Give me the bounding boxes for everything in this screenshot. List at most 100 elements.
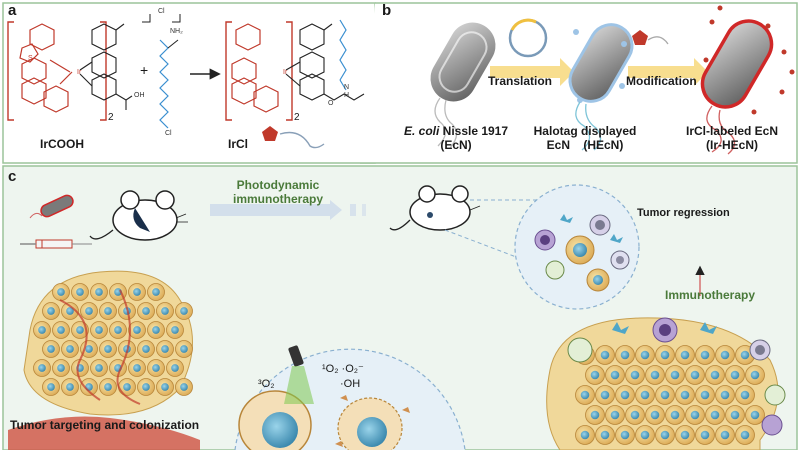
blood-vessel (59, 299, 101, 401)
subscript-right: 2 (294, 112, 300, 123)
nucleus (180, 307, 188, 315)
nucleus (680, 390, 690, 400)
nucleus (66, 345, 74, 353)
ecn-bacterium-icon (430, 22, 496, 149)
amide-label-h: H (344, 92, 350, 99)
hecn-label: Halotag displayed EcN (HEcN) (530, 124, 640, 152)
panel-c-letter: c (8, 168, 17, 185)
panel-a-letter: a (8, 2, 17, 19)
syringe-icon (20, 239, 92, 249)
therapy-label-line2: immunotherapy (232, 192, 323, 206)
nucleus (610, 370, 620, 380)
ecn-label: E. coli Nissle 1917 (EcN) (396, 124, 516, 152)
subscript-left: 2 (108, 112, 114, 123)
tumor-cells (575, 345, 765, 445)
ir-hecn-label: IrCl-labeled EcN (Ir-HEcN) (672, 124, 792, 152)
flashlight-icon (284, 345, 314, 404)
nucleus (142, 383, 150, 391)
nucleus (57, 326, 65, 334)
ir-hecn-label-line1: IrCl-labeled EcN (685, 124, 779, 138)
nucleus (640, 390, 650, 400)
svg-text:Ir: Ir (283, 69, 288, 76)
tumor-cells (33, 283, 193, 396)
nucleus (580, 430, 590, 440)
nucleus (142, 345, 150, 353)
targeting-label: Tumor targeting and colonization (10, 418, 200, 432)
nucleus (650, 370, 660, 380)
nucleus (76, 326, 84, 334)
nucleus (161, 383, 169, 391)
svg-text:S: S (28, 55, 33, 62)
vessel-icon (8, 416, 200, 450)
mouse-icon (389, 185, 481, 231)
amide-label-n: N (344, 84, 350, 91)
therapy-label: Photodynamic immunotherapy (208, 178, 348, 206)
ir-hecn-bacterium-icon (700, 5, 795, 155)
nucleus (600, 390, 610, 400)
nucleus (630, 370, 640, 380)
nucleus (720, 350, 730, 360)
modification-label: Modification (626, 74, 697, 88)
nucleus (38, 364, 46, 372)
panel-a-frame (2, 2, 376, 164)
nucleus (730, 370, 740, 380)
nucleus (750, 410, 760, 420)
hecn-label-line2: EcN (HEcN) (546, 138, 624, 152)
nucleus (670, 370, 680, 380)
nucleus (630, 410, 640, 420)
nucleus (700, 430, 710, 440)
ircl-label: IrCl (228, 137, 249, 151)
nucleus (600, 430, 610, 440)
nucleus (660, 350, 670, 360)
nucleus (610, 410, 620, 420)
nucleus (133, 288, 141, 296)
nucleus (690, 410, 700, 420)
plus-sign: + (140, 62, 149, 78)
linker-squiggle (647, 36, 669, 45)
nucleus (180, 345, 188, 353)
nucleus (650, 410, 660, 420)
immune-cell-icon (567, 317, 786, 436)
translation-label: Translation (488, 74, 553, 88)
nucleus (47, 383, 55, 391)
nucleus (600, 350, 610, 360)
acid-label-oh: OH (134, 92, 145, 99)
injection-bacterium-icon (29, 194, 74, 219)
nucleus (660, 430, 670, 440)
pentagon-icon (262, 126, 278, 141)
nucleus (161, 345, 169, 353)
nucleus (720, 390, 730, 400)
nucleus (133, 364, 141, 372)
nucleus (700, 350, 710, 360)
therapy-arrow (210, 200, 342, 220)
blood-vessel (116, 289, 141, 405)
modification-arrow (628, 58, 708, 86)
nucleus (750, 370, 760, 380)
linker-label-cl-end: Cl (165, 130, 172, 137)
nucleus (47, 307, 55, 315)
nucleus (730, 410, 740, 420)
ecn-label-rest: Nissle 1917 (439, 124, 509, 138)
nucleus (700, 390, 710, 400)
nucleus (680, 430, 690, 440)
plasmid-icon (508, 18, 548, 58)
tumor-regression-label: Tumor regression (637, 207, 730, 219)
linker-label-nh2: NH₂ (170, 28, 183, 35)
linker-label-cl: Cl (158, 8, 165, 15)
nucleus (161, 307, 169, 315)
nucleus (104, 307, 112, 315)
ros-label-line1: ¹O₂ ·O₂⁻ (322, 363, 364, 375)
nucleus (740, 430, 750, 440)
linker-structure (142, 14, 181, 129)
translation-arrow (490, 58, 574, 86)
ecn-label-line2: (EcN) (440, 138, 472, 152)
nucleus (85, 345, 93, 353)
nucleus (171, 326, 179, 334)
nucleus (680, 350, 690, 360)
nucleus (710, 370, 720, 380)
ros-label-line2: ·OH (340, 378, 361, 390)
nucleus (171, 364, 179, 372)
nucleus (710, 410, 720, 420)
